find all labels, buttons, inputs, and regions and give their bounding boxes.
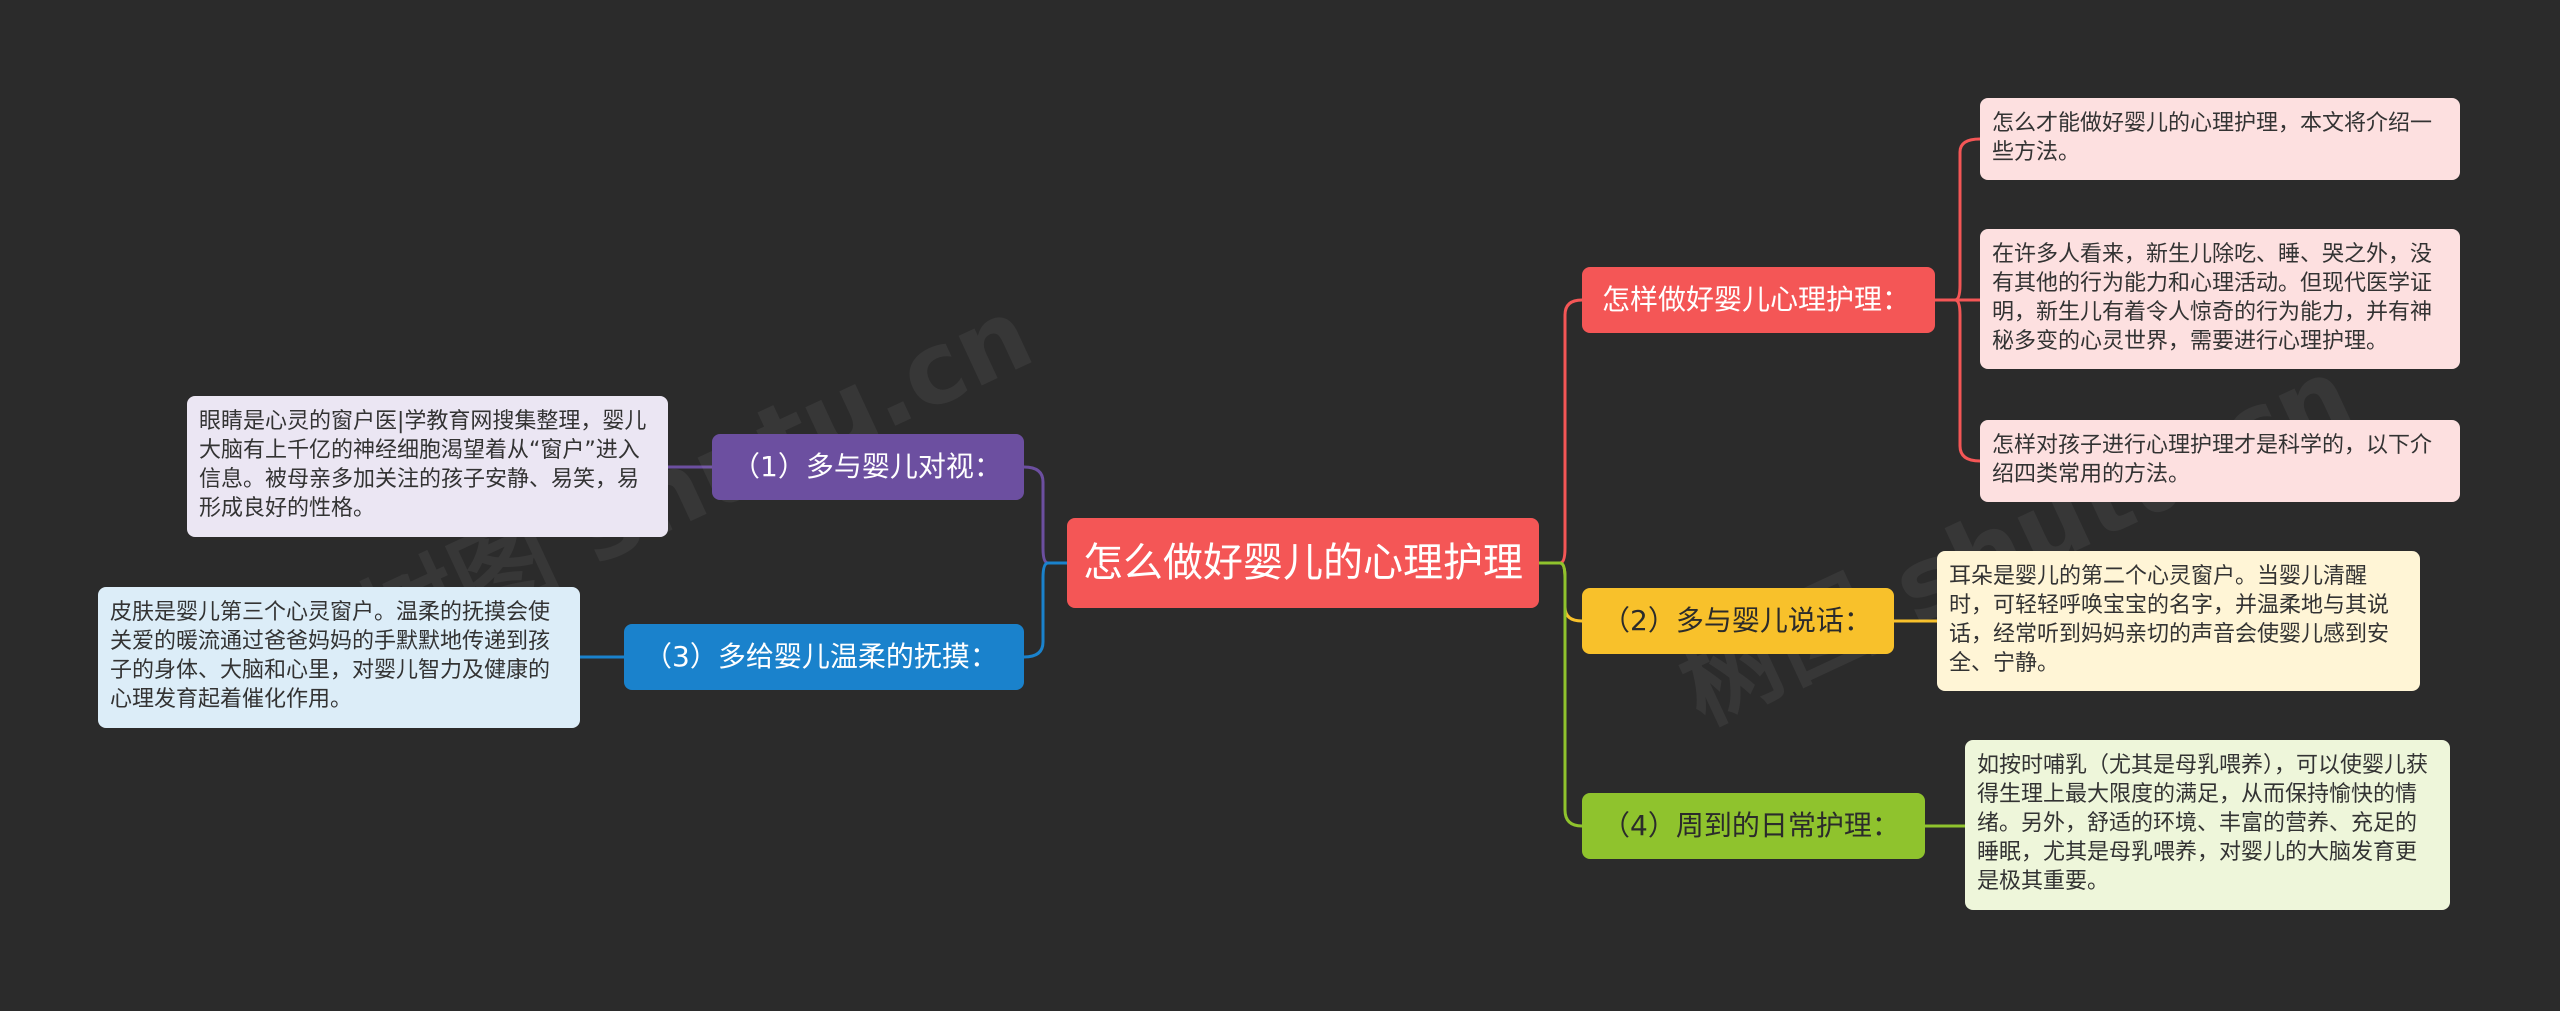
branch-gentle-touch[interactable]: （3）多给婴儿温柔的抚摸： xyxy=(624,624,1024,690)
link-root-b1 xyxy=(1539,561,1583,623)
leaf-newborn-ability[interactable]: 在许多人看来，新生儿除吃、睡、哭之外，没有其他的行为能力和心理活动。但现代医学证… xyxy=(1980,229,2460,369)
leaf-four-methods[interactable]: 怎样对孩子进行心理护理才是科学的，以下介绍四类常用的方法。 xyxy=(1980,420,2460,502)
link-root-b3 xyxy=(1023,465,1067,565)
branch-talk-to-baby[interactable]: （2）多与婴儿说话： xyxy=(1582,588,1894,654)
link-root-b0 xyxy=(1539,298,1583,565)
leaf-intro[interactable]: 怎么才能做好婴儿的心理护理，本文将介绍一些方法。 xyxy=(1980,98,2460,180)
branch-how-to-care[interactable]: 怎样做好婴儿心理护理： xyxy=(1582,267,1935,333)
root-topic[interactable]: 怎么做好婴儿的心理护理 xyxy=(1067,518,1539,608)
link-b0-l0 xyxy=(1935,137,1981,302)
leaf-eye-detail[interactable]: 眼睛是心灵的窗户医|学教育网搜集整理，婴儿大脑有上千亿的神经细胞渴望着从“窗户”… xyxy=(187,396,668,537)
link-root-b4 xyxy=(1023,561,1067,659)
link-b0-l2 xyxy=(1935,298,1981,463)
leaf-daily-care-detail[interactable]: 如按时哺乳（尤其是母乳喂养），可以使婴儿获得生理上最大限度的满足，从而保持愉快的… xyxy=(1965,740,2450,910)
link-root-b2 xyxy=(1539,561,1583,828)
leaf-touch-detail[interactable]: 皮肤是婴儿第三个心灵窗户。温柔的抚摸会使关爱的暖流通过爸爸妈妈的手默默地传递到孩… xyxy=(98,587,580,728)
branch-daily-care[interactable]: （4）周到的日常护理： xyxy=(1582,793,1925,859)
leaf-talk-detail[interactable]: 耳朵是婴儿的第二个心灵窗户。当婴儿清醒时，可轻轻呼唤宝宝的名字，并温柔地与其说话… xyxy=(1937,551,2420,691)
branch-eye-contact[interactable]: （1）多与婴儿对视： xyxy=(712,434,1024,500)
